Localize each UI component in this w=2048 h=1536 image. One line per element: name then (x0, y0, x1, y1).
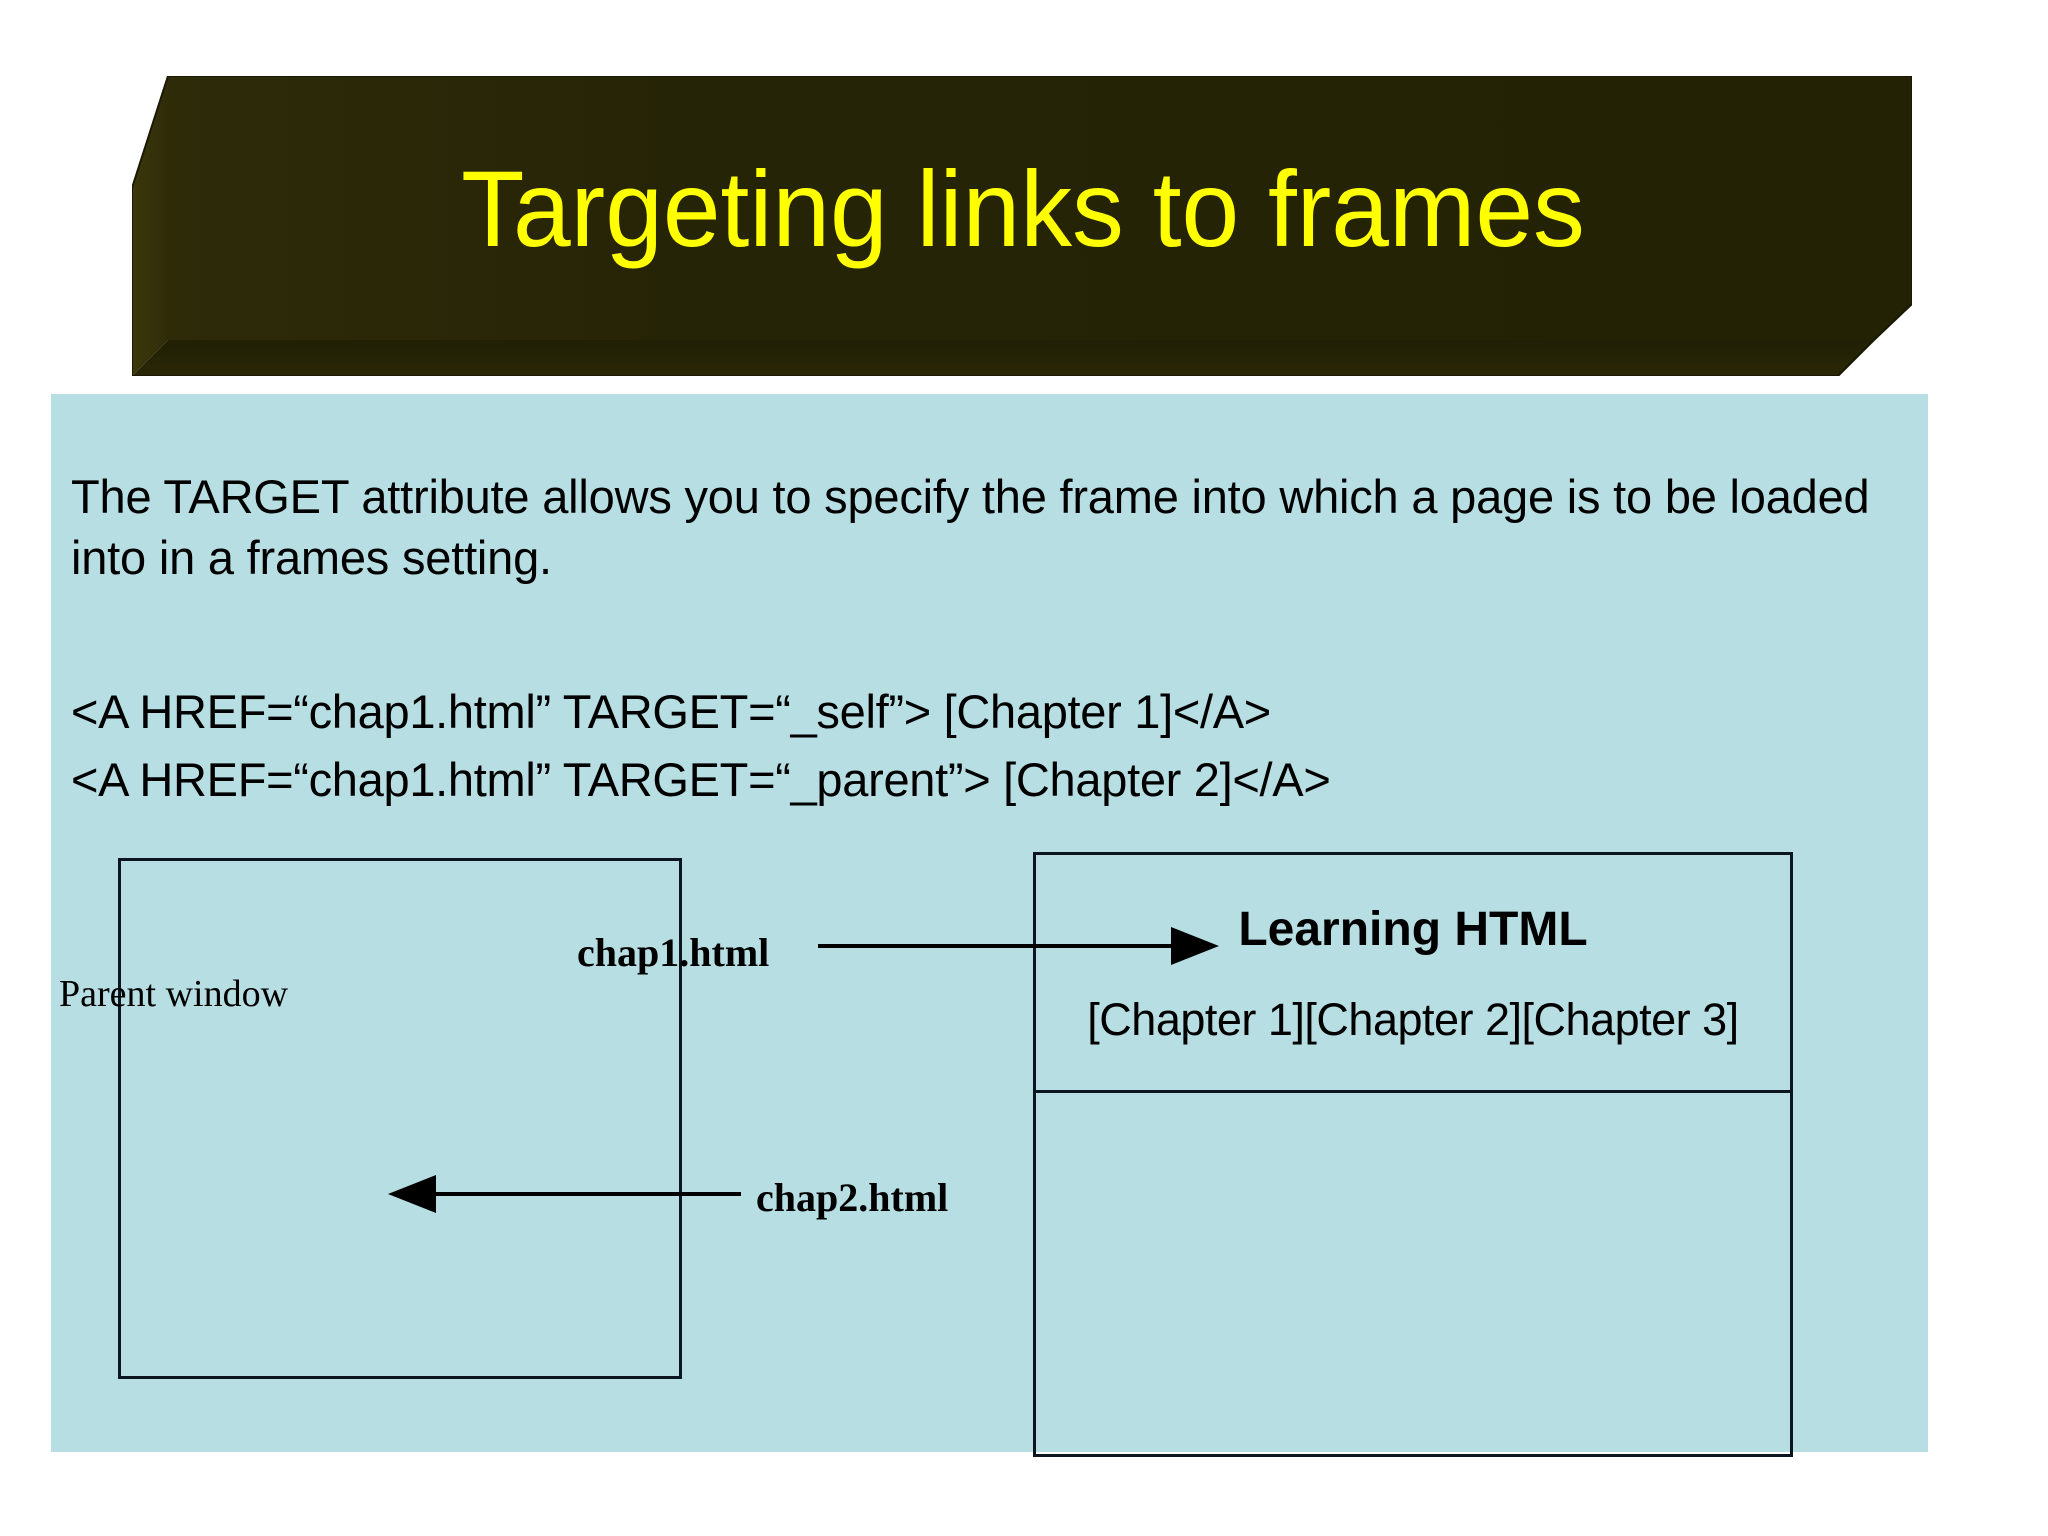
content-panel: The TARGET attribute allows you to speci… (51, 394, 1928, 1457)
banner-left-face (132, 76, 168, 376)
frame-divider (1033, 1090, 1793, 1093)
frames-diagram: Parent window Learning HTML [Chapter 1][… (51, 394, 1928, 1457)
page-title: Targeting links to frames (461, 147, 1585, 269)
title-banner-shape (132, 76, 1912, 376)
banner-outline (132, 76, 1912, 376)
banner-bottom-face (132, 340, 1874, 376)
title-banner: Targeting links to frames (132, 76, 1912, 376)
chapter-links-row: [Chapter 1][Chapter 2][Chapter 3] (1087, 994, 1739, 1045)
chap2-arrow-label: chap2.html (756, 1175, 949, 1220)
parent-window-box (118, 858, 682, 1379)
chap1-arrow-label: chap1.html (577, 930, 770, 975)
code-line-parent: <A HREF=“chap1.html” TARGET=“_parent”> [… (71, 753, 1331, 806)
learning-html-heading: Learning HTML (1238, 903, 1588, 956)
intro-paragraph: The TARGET attribute allows you to speci… (71, 470, 1870, 585)
banner-front-face (168, 76, 1912, 340)
parent-window-label: Parent window (59, 973, 289, 1015)
code-line-self: <A HREF=“chap1.html” TARGET=“_self”> [Ch… (71, 685, 1271, 738)
browser-frame-box (1033, 852, 1793, 1457)
